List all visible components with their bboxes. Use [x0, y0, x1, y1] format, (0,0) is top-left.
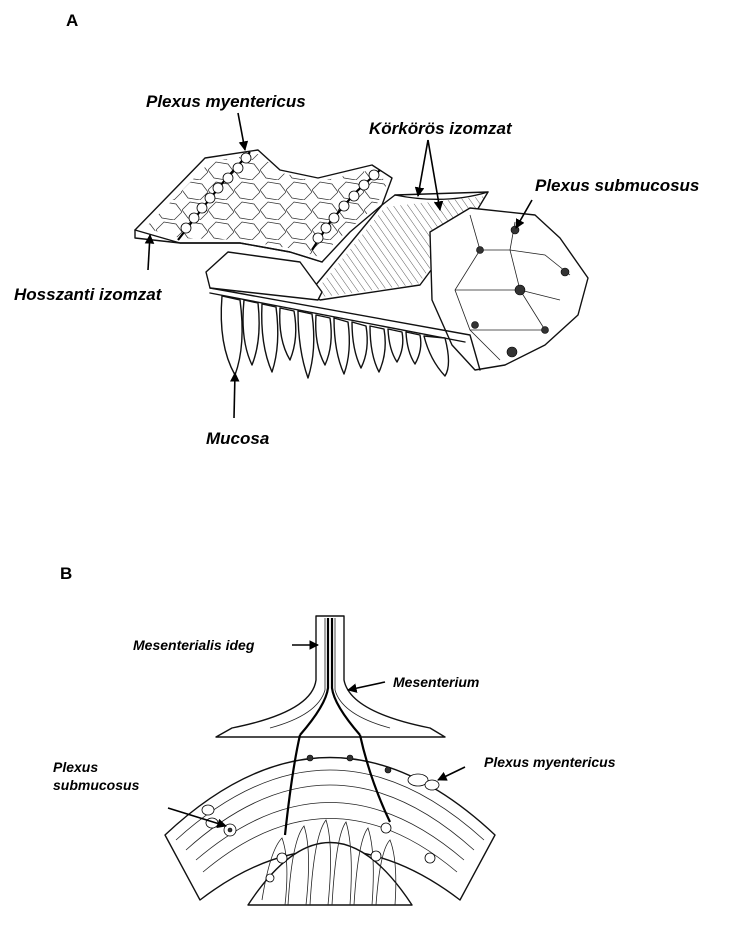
label-b-mesenterialis-ideg: Mesenterialis ideg	[133, 637, 255, 653]
panel-b: B	[53, 564, 616, 905]
label-a-plexus-myentericus: Plexus myentericus	[146, 92, 306, 111]
label-b-plexus-submucosus-line1: Plexus	[53, 759, 98, 775]
gut-cross-section-drawing	[165, 616, 495, 905]
label-a-korkoros-izomzat: Körkörös izomzat	[369, 119, 513, 138]
label-b-plexus-myentericus: Plexus myentericus	[484, 754, 616, 770]
panel-a-letter: A	[66, 11, 78, 30]
label-a-mucosa: Mucosa	[206, 429, 269, 448]
label-b-mesenterium: Mesenterium	[393, 674, 479, 690]
mucosal-villi	[221, 296, 448, 378]
label-b-plexus-submucosus-line2: submucosus	[53, 777, 140, 793]
panel-b-letter: B	[60, 564, 72, 583]
panel-a: A	[14, 11, 699, 448]
label-a-plexus-submucosus: Plexus submucosus	[535, 176, 699, 195]
label-a-hosszanti-izomzat: Hosszanti izomzat	[14, 285, 163, 304]
intestinal-wall-3d-drawing	[135, 150, 588, 378]
